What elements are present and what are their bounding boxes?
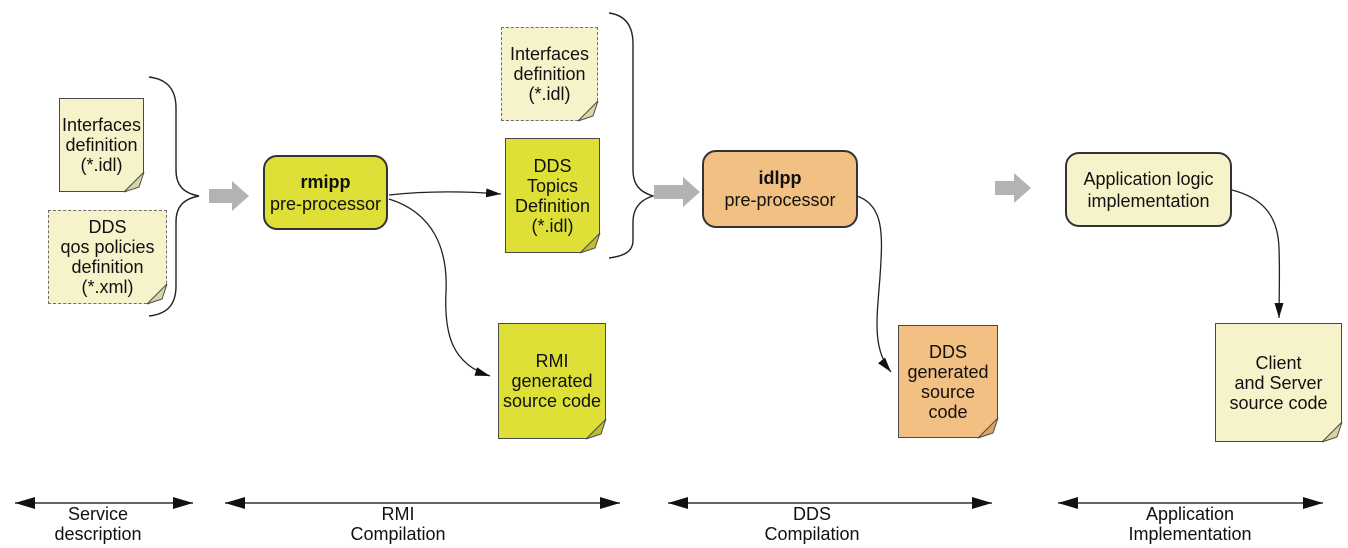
processor-title: Application logic xyxy=(1083,168,1214,189)
note-interfaces-definition-idl: Interfaces definition (*.idl) xyxy=(59,98,145,193)
note-text: Interfaces definition (*.idl) xyxy=(61,115,142,175)
processor-subtitle: pre-processor xyxy=(724,190,836,210)
note-client-and-server-source-code: Client and Server source code xyxy=(1215,323,1343,443)
phase-label-service-description: Service description xyxy=(54,504,142,544)
folded-corner-icon xyxy=(579,232,601,254)
note-text: DDS generated source code xyxy=(907,341,989,422)
curly-brace-middle xyxy=(608,12,656,259)
processor-rmipp: rmipp pre-processor xyxy=(263,155,388,230)
block-arrow-icon xyxy=(654,177,700,207)
note-text: DDS Topics Definition (*.idl) xyxy=(514,155,591,236)
block-arrow-icon xyxy=(209,181,249,211)
arrow-idlpp-to-dds-generated xyxy=(856,195,892,373)
note-interfaces-definition-idl-copy: Interfaces definition (*.idl) xyxy=(501,27,599,122)
note-rmi-generated-source-code: RMI generated source code xyxy=(498,323,607,440)
note-dds-qos-policies-definition-xml: DDS qos policies definition (*.xml) xyxy=(48,210,168,305)
block-arrow-icon xyxy=(995,173,1031,203)
note-text: Client and Server source code xyxy=(1229,352,1328,413)
note-dds-generated-source-code: DDS generated source code xyxy=(898,325,999,439)
processor-title: rmipp xyxy=(300,171,351,192)
folded-corner-icon xyxy=(585,418,607,440)
folded-corner-icon xyxy=(1321,421,1343,443)
folded-corner-icon xyxy=(977,417,999,439)
processor-title: idlpp xyxy=(758,168,802,188)
arrow-rmipp-to-rmi-generated xyxy=(388,198,491,377)
processor-subtitle: pre-processor xyxy=(269,193,382,214)
arrow-rmipp-to-dds-topics xyxy=(388,188,502,198)
note-text: Interfaces definition (*.idl) xyxy=(509,44,590,104)
note-text: RMI generated source code xyxy=(502,351,602,411)
phase-label-application-implementation: Application Implementation xyxy=(1128,504,1252,544)
folded-corner-icon xyxy=(123,171,145,193)
processor-subtitle: implementation xyxy=(1087,190,1210,211)
folded-corner-icon xyxy=(577,100,599,122)
note-text: DDS qos policies definition (*.xml) xyxy=(60,217,155,297)
phase-label-rmi-compilation: RMI Compilation xyxy=(350,504,446,544)
arrow-applogic-to-client-server xyxy=(1231,189,1284,319)
phase-label-dds-compilation: DDS Compilation xyxy=(764,504,860,544)
processor-application-logic: Application logic implementation xyxy=(1065,152,1232,227)
note-dds-topics-definition-idl: DDS Topics Definition (*.idl) xyxy=(505,138,601,254)
processor-idlpp: idlpp pre-processor xyxy=(702,150,858,228)
folded-corner-icon xyxy=(146,283,168,305)
